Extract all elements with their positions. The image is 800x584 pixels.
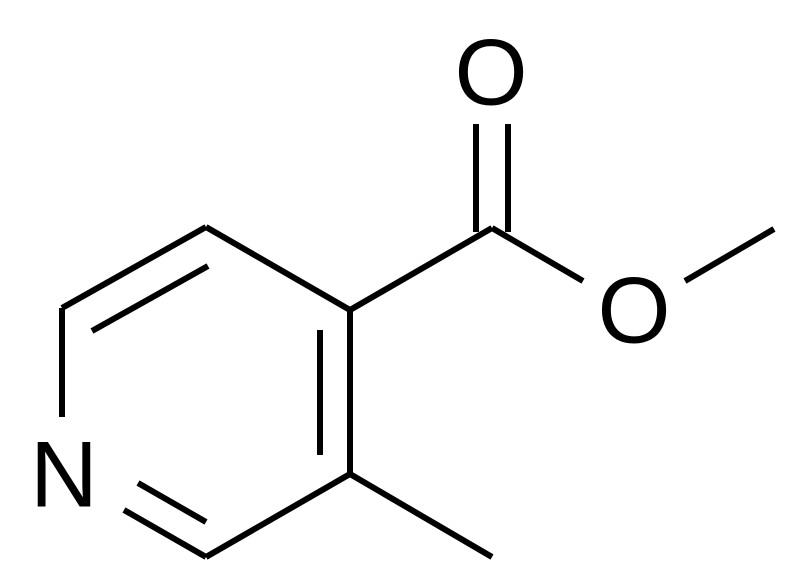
carbonyl-oxygen-label: O [454,20,527,125]
bond-ring-methyl [348,471,494,560]
bond-ring-c6-n-inner [136,480,208,525]
bond-ring-carbonyl-carbon [348,225,494,313]
bond-ring-c2-c3-inner [90,263,210,334]
ester-oxygen-label: O [597,258,670,363]
bond-ring-c2-c3 [60,224,208,311]
bond-ester-oxygen-methyl [683,226,776,284]
bond-ring-c6-n [122,507,208,560]
bond-ring-c3-c4 [204,224,352,313]
ring-nitrogen-label: N [30,422,98,527]
bond-ring-c5-c6 [204,471,352,560]
bond-carbonyl-ester-oxygen [490,225,585,284]
